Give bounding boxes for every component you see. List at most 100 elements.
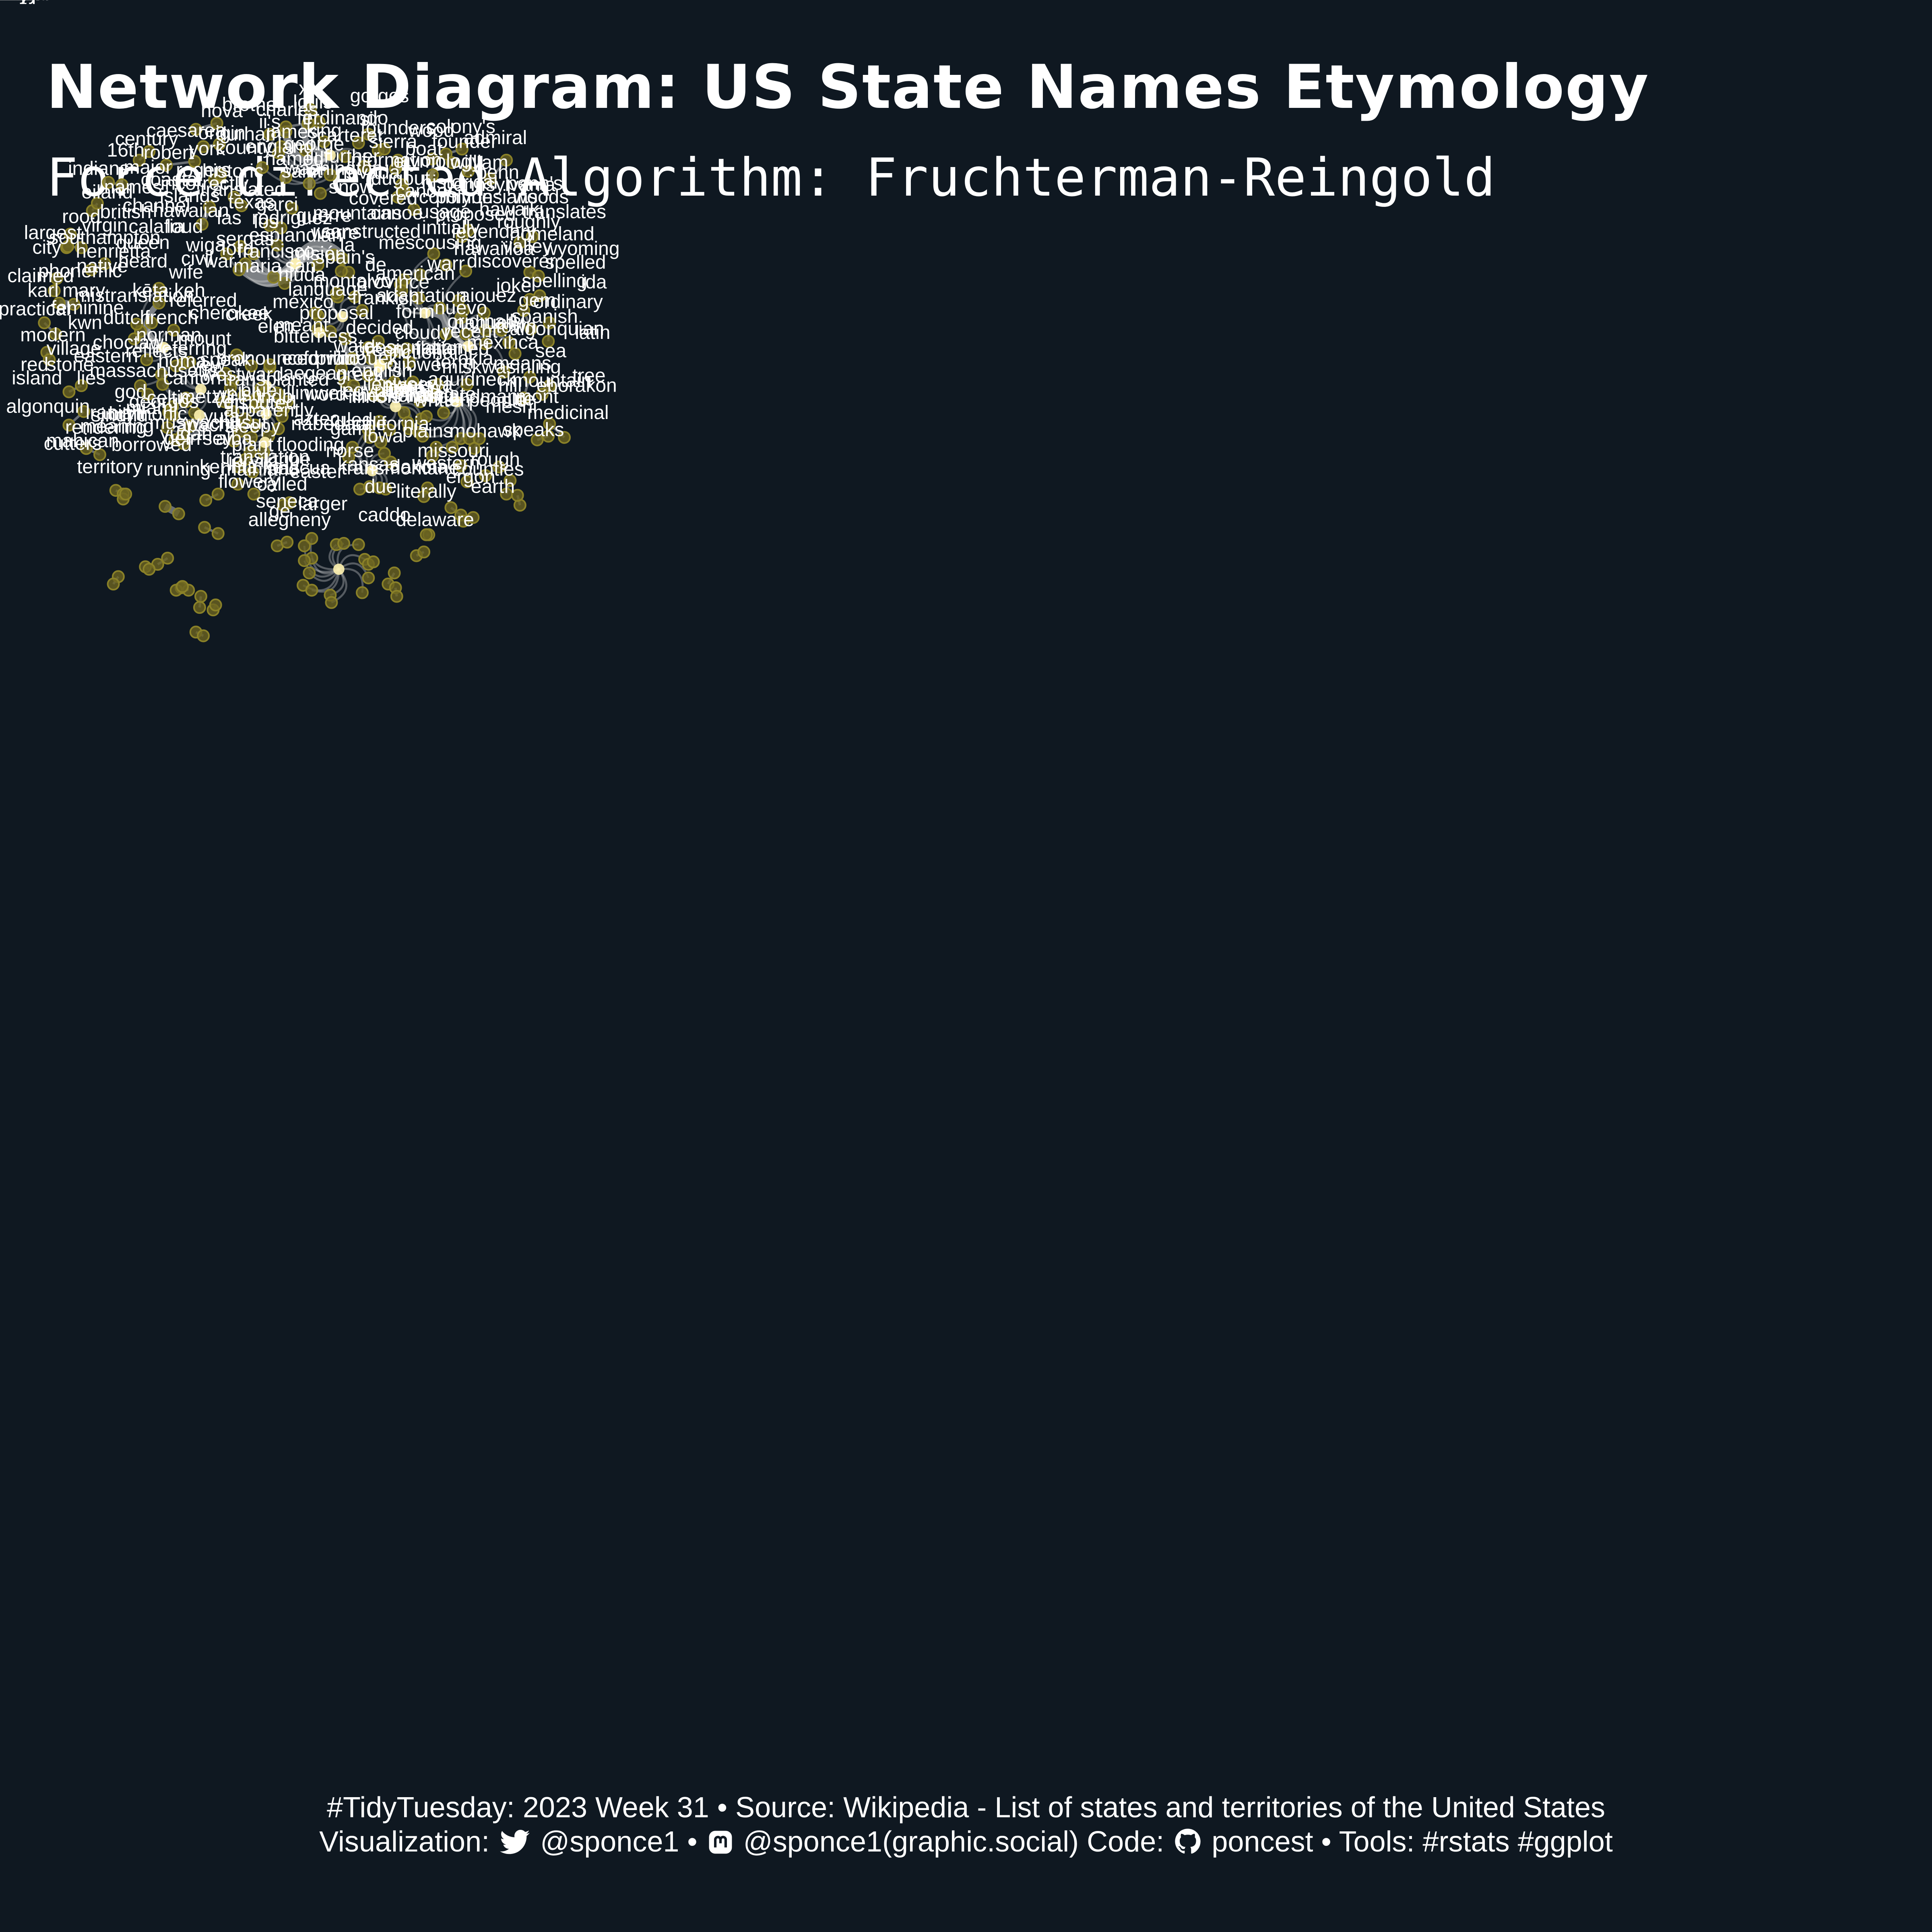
node-label-vert: vert xyxy=(214,391,246,412)
github-user[interactable]: poncest xyxy=(1212,1826,1313,1858)
node-label-ordinary: ordinary xyxy=(533,291,603,312)
mastodon-handle[interactable]: @sponce1(graphic.social) xyxy=(743,1826,1079,1858)
network-node-66 xyxy=(502,336,516,349)
network-node-251 xyxy=(462,165,475,178)
network-node-211 xyxy=(47,284,61,297)
node-label-nuevo: nuevo xyxy=(434,297,487,319)
node-label-meaning: meaning xyxy=(80,415,154,437)
node-label-transplanted: transplanted xyxy=(223,369,329,390)
network-node-221 xyxy=(77,405,91,418)
network-node-67 xyxy=(508,347,522,360)
node-label-medicinal: medicinal xyxy=(527,402,609,423)
network-node-88 xyxy=(413,395,427,408)
node-label-queen: queen xyxy=(116,232,169,253)
network-node-319 xyxy=(378,142,391,156)
node-label-carteret: carteret xyxy=(317,125,383,146)
node-label-literal: literal xyxy=(385,380,431,401)
hub-node-16 xyxy=(194,409,205,421)
node-label-calafia: calafia xyxy=(128,216,184,237)
node-label-expanse: expanse xyxy=(0,0,37,4)
node-label-practical: practical xyxy=(0,299,70,320)
network-node-25 xyxy=(232,263,246,277)
node-label-english: english xyxy=(351,360,413,382)
node-label-durham: durham xyxy=(216,124,282,145)
network-node-222 xyxy=(80,442,93,455)
node-label-la: la xyxy=(340,234,355,256)
node-label-flowery: flowery xyxy=(218,471,279,492)
node-label-mary: mary xyxy=(62,280,105,301)
node-label-indian: indian xyxy=(0,0,26,4)
edge-8 xyxy=(277,152,331,172)
edge-183 xyxy=(422,401,459,438)
caption-source-text: #TidyTuesday: 2023 Week 31 • Source: Wik… xyxy=(326,1792,1606,1824)
mastodon-icon xyxy=(708,1829,733,1862)
node-label-hawaiki: hawaiki xyxy=(479,199,543,220)
node-label-god: god xyxy=(114,381,147,402)
node-label-algonquian: algonquian xyxy=(510,318,604,340)
node-label-southampton: southampton xyxy=(49,227,161,248)
network-node-16 xyxy=(270,239,284,252)
node-label-york: york xyxy=(189,138,226,160)
node-label-village: village xyxy=(47,338,101,359)
node-label-ojibwe: ojibwe xyxy=(387,354,442,375)
network-node-164 xyxy=(130,318,143,331)
network-node-135 xyxy=(325,596,338,609)
node-label-loud: loud xyxy=(167,216,203,237)
edge-72 xyxy=(468,343,505,372)
network-node-240 xyxy=(196,218,209,231)
network-node-204 xyxy=(64,227,77,241)
network-node-79 xyxy=(346,352,359,365)
node-label-k-ta-keh: kēta keh xyxy=(132,280,205,301)
network-node-126 xyxy=(245,431,258,444)
caption-visualization-label: Visualization: xyxy=(319,1826,490,1858)
node-label-francisco: francisco xyxy=(237,241,315,262)
node-label-translates: translates xyxy=(522,201,606,223)
network-node-320 xyxy=(279,120,293,134)
network-node-81 xyxy=(373,389,386,402)
node-label-larger: larger xyxy=(298,493,348,514)
node-label-illiniwek: illiniwek xyxy=(282,382,349,404)
network-node-58 xyxy=(334,362,348,375)
network-node-253 xyxy=(500,153,513,167)
edge-46 xyxy=(425,307,467,334)
node-label-de: de xyxy=(365,254,386,275)
node-label-tree: tree xyxy=(572,365,606,386)
node-label-originally: originally xyxy=(447,311,523,332)
node-label-dakota: dakota xyxy=(390,456,448,478)
network-node-8 xyxy=(272,146,285,159)
network-node-130 xyxy=(298,554,311,567)
node-label-easter: easter xyxy=(290,461,343,483)
tools-text: • Tools: #rstats #ggplot xyxy=(1321,1826,1613,1858)
network-node-82 xyxy=(383,423,396,437)
network-node-183 xyxy=(416,429,429,443)
node-label-phonemic: phonemic xyxy=(38,260,122,282)
node-label-largest: largest xyxy=(24,222,82,244)
node-label-beautiful: beautiful xyxy=(0,0,37,4)
node-label-platte: platte xyxy=(0,0,24,4)
edge-189 xyxy=(456,400,477,440)
network-node-43 xyxy=(440,258,453,272)
network-node-218 xyxy=(62,385,76,398)
node-label-territory: territory xyxy=(77,456,142,478)
network-node-35 xyxy=(334,264,348,278)
hub-node-15 xyxy=(158,342,170,353)
network-node-241 xyxy=(203,200,216,214)
node-label-washington: washington xyxy=(285,158,383,180)
network-node-295 xyxy=(367,555,380,568)
network-node-151 xyxy=(239,453,252,466)
edge-73 xyxy=(437,346,471,386)
node-label-gami: gami xyxy=(330,418,372,440)
twitter-handle[interactable]: @sponce1 • xyxy=(540,1826,698,1858)
network-node-92 xyxy=(346,441,359,454)
node-label-los: los xyxy=(254,211,279,232)
node-label-western: western xyxy=(412,452,480,474)
network-node-309 xyxy=(107,578,120,591)
node-label-spelled: spelled xyxy=(545,252,606,273)
network-node-139 xyxy=(362,571,375,584)
node-label-thicket: thicket xyxy=(0,0,28,4)
node-label-spanish: spanish xyxy=(511,306,578,327)
node-label-usage: usage xyxy=(419,201,471,223)
node-label-homeland: homeland xyxy=(510,223,594,245)
node-label-california: california xyxy=(352,413,429,434)
node-label-pascua: pascua xyxy=(268,458,330,479)
